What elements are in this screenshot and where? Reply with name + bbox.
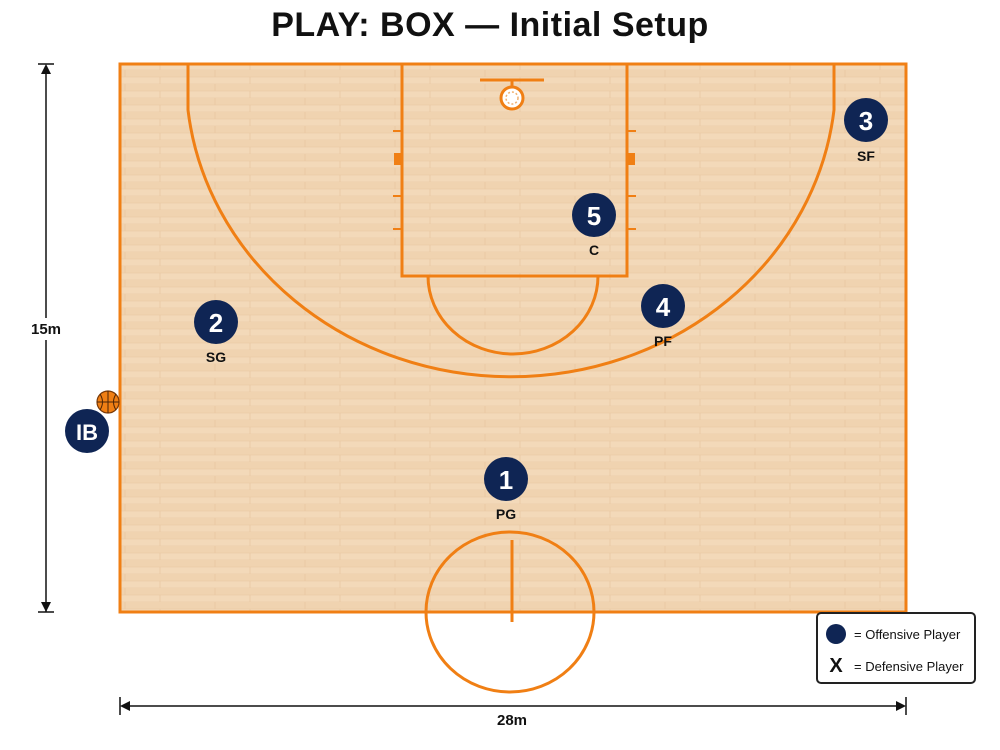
player-marker [572, 193, 616, 237]
center-circle [424, 530, 596, 694]
legend-defensive-label: = Defensive Player [854, 658, 964, 674]
play-title: PLAY: BOX — Initial Setup [271, 6, 709, 44]
player-number: 2 [209, 308, 223, 338]
player-position: PG [496, 506, 516, 522]
player-pf: 4 PF [641, 284, 685, 349]
legend-offensive: = Offensive Player [826, 622, 960, 646]
width-dimension [119, 697, 907, 715]
player-position: PF [654, 333, 672, 349]
player-marker [484, 457, 528, 501]
player-marker [641, 284, 685, 328]
legend-offensive-label: = Offensive Player [854, 626, 961, 642]
player-position: SG [206, 349, 226, 365]
player-marker [65, 409, 109, 453]
legend-defensive: X = Defensive Player [826, 654, 963, 678]
player-number: 1 [499, 465, 513, 495]
player-number: 3 [859, 106, 873, 136]
player-c: 5 C [572, 193, 616, 258]
basketball-icon [96, 390, 120, 414]
player-inbounder: IB [65, 409, 109, 453]
three-point-line [186, 64, 836, 379]
player-marker [844, 98, 888, 142]
hoop-icon [499, 85, 525, 111]
key-area [400, 62, 629, 278]
player-marker [194, 300, 238, 344]
player-sf: 3 SF [844, 98, 888, 164]
height-label: 15m [31, 321, 61, 338]
free-throw-circle [426, 275, 600, 356]
player-number: 4 [656, 292, 671, 322]
defensive-player-icon: X [829, 655, 843, 677]
width-label: 28m [497, 712, 527, 729]
player-pg: 1 PG [484, 457, 528, 522]
key-block-right [627, 153, 635, 165]
offensive-player-icon [826, 624, 846, 644]
player-sg: 2 SG [194, 300, 238, 365]
key-block-left [394, 153, 402, 165]
player-position: SF [857, 148, 875, 164]
court-lines [118, 62, 908, 694]
player-position: C [589, 242, 599, 258]
legend: = Offensive Player X = Defensive Player [816, 612, 976, 684]
player-number: 5 [587, 201, 601, 231]
inbounder-label: IB [76, 420, 98, 445]
court-floor [120, 64, 906, 612]
